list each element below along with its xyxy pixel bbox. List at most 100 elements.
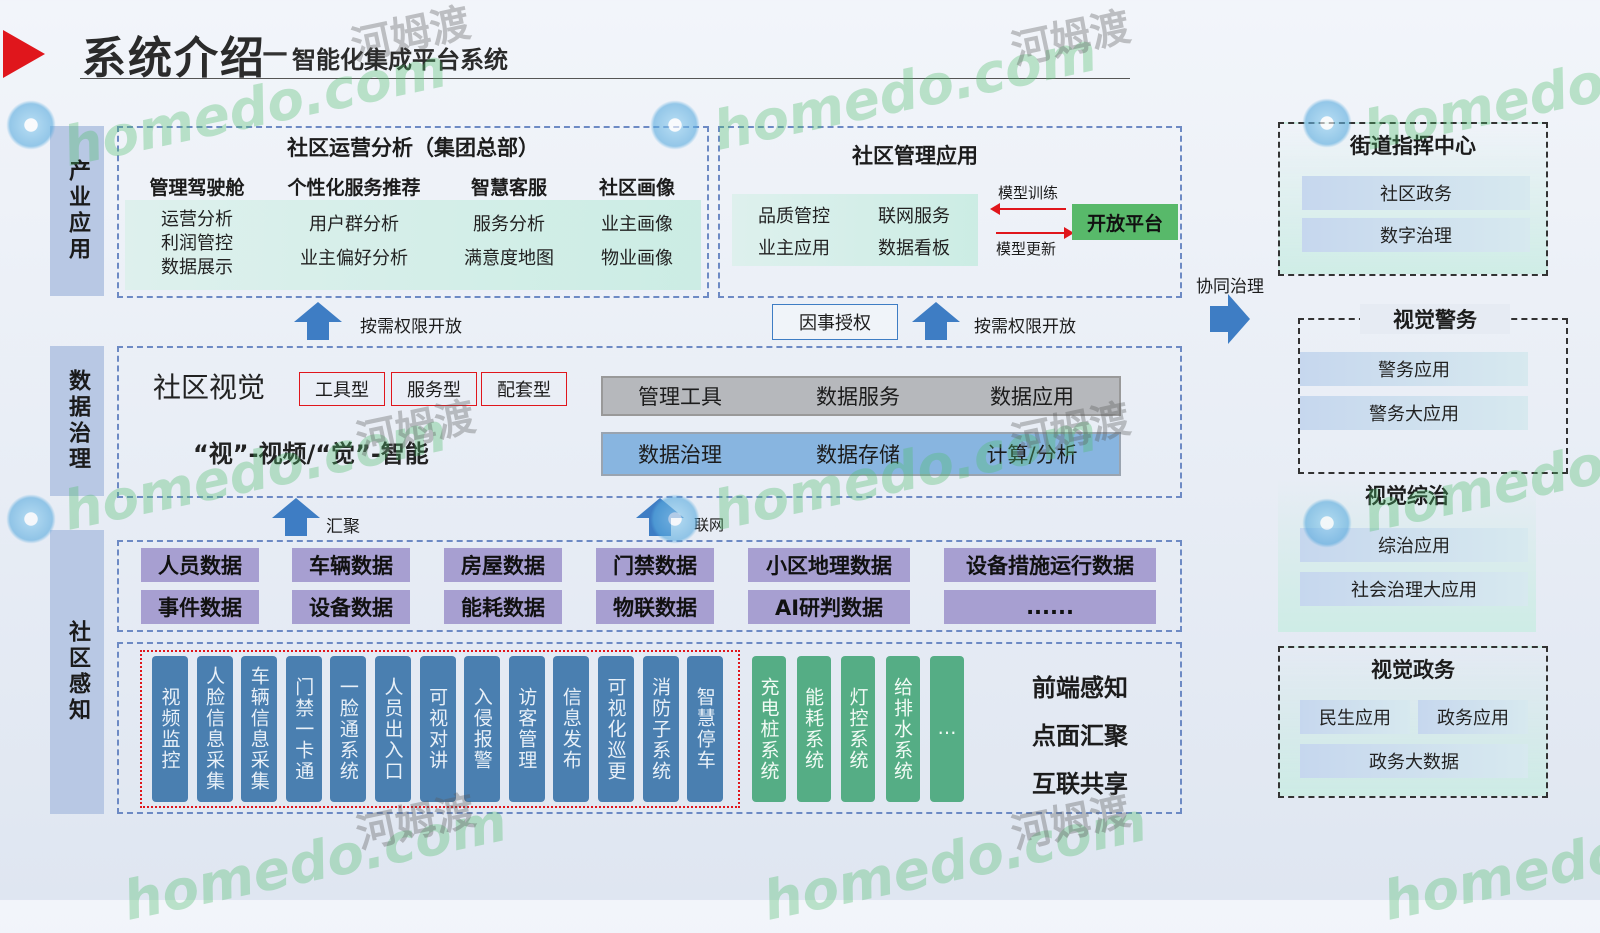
page-title: 系统介绍 (82, 33, 266, 84)
mgmt-app-bg (732, 194, 978, 266)
street-item: 社区政务 (1302, 176, 1530, 210)
governance-item: 社会治理大应用 (1300, 572, 1528, 606)
up-arrow-icon (272, 498, 320, 536)
police-item: 警务应用 (1300, 352, 1528, 386)
sensor-column-green: 能耗系统 (796, 656, 831, 802)
gather-label: 汇聚 (326, 517, 360, 537)
row-label-data-gov: 数据治理 (50, 346, 104, 496)
sensor-column: 可视对讲 (419, 656, 456, 802)
gov-affairs-item: 政务大数据 (1300, 744, 1528, 778)
governance-item: 综治应用 (1300, 528, 1528, 562)
right-arrow-head-icon (1228, 294, 1250, 344)
governance-panel: 视觉综治 综治应用 社会治理大应用 (1278, 478, 1536, 632)
vision-title: 社区视觉 (153, 371, 266, 404)
open-right-label: 按需权限开放 (974, 317, 1076, 337)
police-item: 警务大应用 (1300, 396, 1528, 430)
data-gov-panel: 社区视觉 工具型 服务型 配套型 “视”-视频/“觉”-智能 管理工具 数据服务… (117, 346, 1182, 498)
tools-bar-item: 数据应用 (990, 385, 1074, 409)
mgmt-item: 数据看板 (878, 238, 950, 259)
watermark-text: homedo.com (1377, 790, 1600, 933)
sensor-column: 车辆信息采集 (241, 656, 278, 802)
mgmt-item: 业主应用 (758, 238, 830, 259)
gov-affairs-panel: 视觉政务 民生应用 政务应用 政务大数据 (1278, 646, 1548, 798)
sensor-tagline: 前端感知 (1032, 674, 1128, 702)
sensor-column: 人脸信息采集 (196, 656, 233, 802)
dataset-chip: 物联数据 (596, 590, 714, 624)
gov-affairs-item: 民生应用 (1300, 700, 1410, 734)
page-subtitle: 智能化集成平台系统 (292, 46, 508, 74)
sensor-tagline: 点面汇聚 (1032, 722, 1128, 750)
ops-col-header: 管理驾驶舱 (149, 176, 245, 199)
sensor-column: 消防子系统 (642, 656, 679, 802)
ops-col-item: 服务分析 (473, 214, 545, 235)
title-triangle-icon (3, 30, 45, 78)
ops-col-item: 物业画像 (601, 248, 673, 269)
dataset-chip: 房屋数据 (444, 548, 562, 582)
police-title: 视觉警务 (1360, 304, 1510, 334)
vision-tag: 配套型 (481, 372, 567, 406)
ops-analysis-panel: 社区运营分析（集团总部） 管理驾驶舱 运营分析 利润管控 数据展示 个性化服务推… (117, 126, 709, 298)
dataset-chip: 门禁数据 (596, 548, 714, 582)
governance-title: 视觉综治 (1365, 484, 1449, 508)
ops-col-item: 利润管控 (161, 233, 233, 254)
ops-col-item: 用户群分析 (309, 214, 399, 235)
dataset-chip: ...... (944, 590, 1156, 624)
ops-col-item: 业主偏好分析 (300, 248, 408, 269)
sensor-tagline: 互联共享 (1032, 770, 1128, 798)
vision-tag: 工具型 (299, 372, 385, 406)
dataset-chip: 能耗数据 (444, 590, 562, 624)
vision-tag: 服务型 (391, 372, 477, 406)
storage-bar-item: 计算/分析 (986, 443, 1078, 467)
ops-col-item: 业主画像 (601, 214, 673, 235)
ops-analysis-title: 社区运营分析（集团总部） (287, 136, 539, 160)
open-left-label: 按需权限开放 (360, 317, 462, 337)
ops-analysis-bg (125, 200, 701, 290)
model-train-label: 模型训练 (997, 183, 1058, 202)
tools-bar-item: 数据服务 (816, 385, 900, 409)
title-dash: — (262, 38, 288, 68)
dataset-chip: 人员数据 (141, 548, 259, 582)
mgmt-item: 联网服务 (878, 206, 950, 227)
dataset-chip: 车辆数据 (292, 548, 410, 582)
open-platform-button[interactable]: 开放平台 (1072, 204, 1178, 240)
sensor-column-green: … (930, 656, 964, 802)
storage-bar: 数据治理 数据存储 计算/分析 (601, 432, 1121, 476)
sensor-column: 信息发布 (553, 656, 590, 802)
sensor-column: 入侵报警 (464, 656, 501, 802)
sensor-column: 访客管理 (508, 656, 545, 802)
tools-bar: 管理工具 数据服务 数据应用 (601, 376, 1121, 416)
ops-col-header: 智慧客服 (470, 176, 547, 199)
sensor-red-frame (140, 650, 740, 808)
street-command-title: 街道指挥中心 (1350, 134, 1476, 158)
up-arrow-icon (294, 302, 342, 340)
model-update-label: 模型更新 (995, 239, 1056, 258)
watermark-flower-icon (6, 100, 56, 150)
mgmt-item: 品质管控 (758, 206, 830, 227)
sensor-column: 视频监控 (152, 656, 188, 802)
police-panel: 视觉警务 警务应用 警务大应用 (1298, 304, 1568, 474)
ops-col-header: 个性化服务推荐 (287, 176, 421, 199)
up-arrow-icon (636, 498, 684, 536)
title-underline (80, 78, 1130, 79)
cooperate-label: 协同治理 (1196, 277, 1264, 297)
gov-affairs-item: 政务应用 (1418, 700, 1528, 734)
sensor-column: 可视化巡更 (598, 656, 634, 802)
row-label-community: 社区感知 (50, 530, 104, 814)
mgmt-app-title: 社区管理应用 (852, 144, 978, 168)
sensor-column-green: 充电桩系统 (752, 656, 786, 802)
sensor-column-green: 灯控系统 (841, 656, 875, 802)
dataset-chip: AI研判数据 (748, 590, 910, 624)
dataset-chip: 设备数据 (292, 590, 410, 624)
dataset-panel (117, 540, 1182, 632)
watermark-text: 河姆渡 (1007, 3, 1135, 74)
arrow-left-red-head-icon (990, 203, 1000, 215)
sensor-column: 门禁一卡通 (285, 656, 322, 802)
street-item: 数字治理 (1302, 218, 1530, 252)
street-command-panel: 街道指挥中心 社区政务 数字治理 (1278, 122, 1548, 276)
ops-col-item: 满意度地图 (464, 248, 554, 269)
up-arrow-icon (912, 302, 960, 340)
mgmt-app-panel: 社区管理应用 品质管控 联网服务 业主应用 数据看板 模型训练 模型更新 开放平… (718, 126, 1182, 298)
ops-col-item: 运营分析 (161, 209, 233, 230)
arrow-right-red-head-icon (1064, 227, 1074, 239)
storage-bar-item: 数据存储 (816, 443, 900, 467)
